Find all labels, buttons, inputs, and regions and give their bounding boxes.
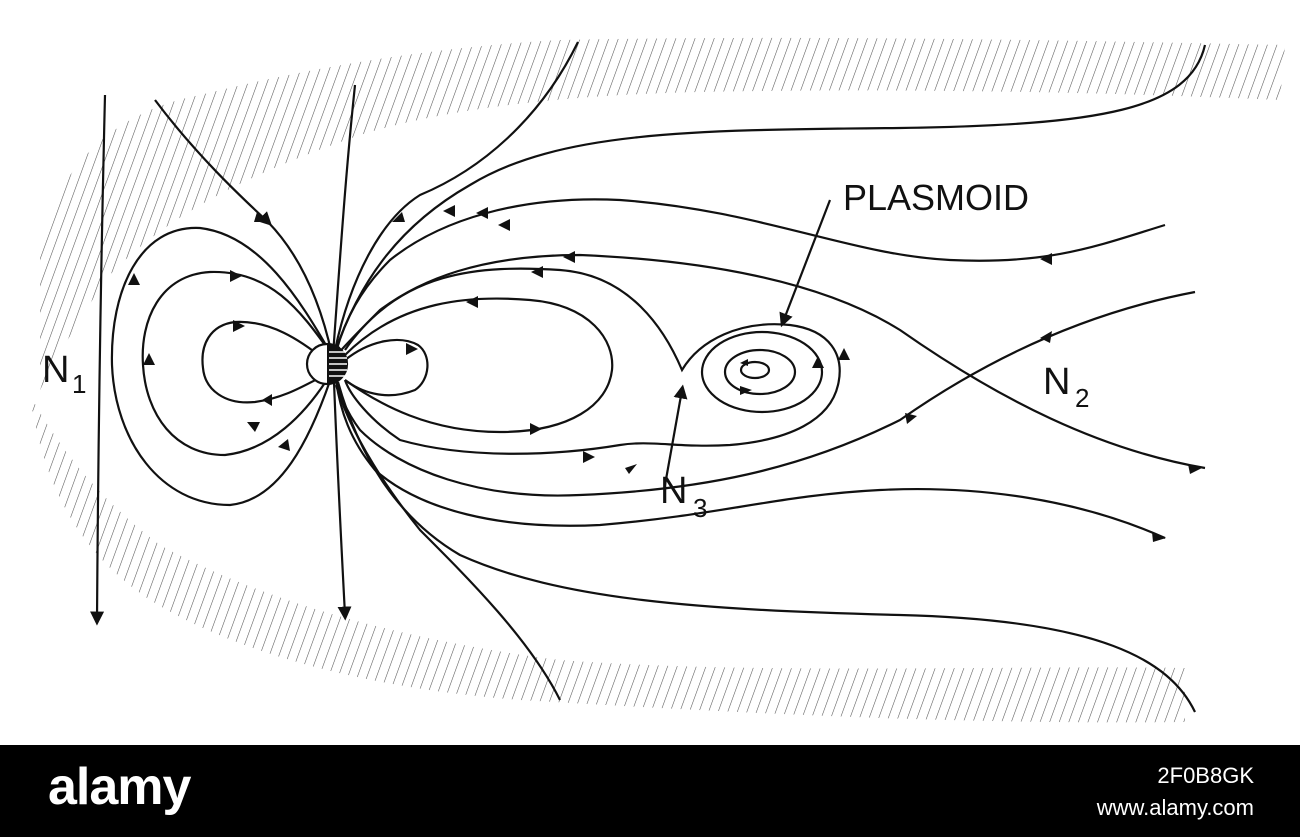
field-line-through-n3-upper [343, 267, 841, 455]
n2-label-subscript: 2 [1075, 383, 1089, 413]
arrow [531, 266, 543, 278]
arrow [143, 353, 155, 365]
diagram-canvas: PLASMOID N 1 N 2 N 3 [30, 37, 1285, 723]
earth [305, 342, 349, 386]
plasmoid-ring-outer [700, 330, 824, 414]
nightside-loop-large [344, 297, 614, 434]
arrow [406, 343, 418, 355]
arrow [392, 212, 405, 222]
nightside-loop-small [344, 338, 429, 397]
tail-line-upper-3 [334, 198, 1166, 353]
arrow [740, 359, 748, 366]
tail-line-lower-1 [334, 290, 1196, 497]
n2-label: N 2 [1043, 361, 1089, 413]
arrow [530, 423, 542, 435]
field-lines [90, 41, 1207, 713]
arrow [1152, 532, 1166, 542]
arrow [740, 386, 752, 395]
tail-line-upper-1 [333, 41, 579, 351]
arrow [254, 212, 267, 222]
plasmoid-ring-inner [739, 360, 771, 380]
site-url: www.alamy.com [1096, 795, 1254, 820]
arrow [230, 270, 242, 282]
watermark-footer: alamy 2F0B8GK www.alamy.com [0, 745, 1300, 837]
n2-label-main: N [1043, 361, 1070, 403]
arrow [563, 251, 575, 263]
plasmoid-pointer [779, 199, 832, 328]
dayside-loop-inner [201, 320, 326, 404]
arrow [1188, 464, 1202, 474]
tail-line-lower-2 [334, 379, 1166, 540]
dayside-loop-middle [141, 270, 331, 457]
n1-label: N 1 [42, 349, 86, 399]
arrow [476, 207, 488, 219]
hatched-region-bottom [30, 395, 1185, 723]
field-line-top-left-diagonal [154, 99, 334, 356]
plasmoid-label: PLASMOID [843, 177, 1029, 218]
arrow [812, 356, 824, 368]
arrow [128, 273, 140, 285]
image-id: 2F0B8GK [1157, 763, 1254, 788]
arrow [233, 320, 245, 332]
arrow [466, 296, 478, 308]
tail-line-upper-2 [333, 44, 1207, 353]
arrow [625, 464, 637, 474]
arrow [583, 451, 595, 463]
brand-logo: alamy [48, 758, 191, 816]
n3-label: N 3 [660, 470, 707, 523]
arrow [498, 219, 510, 231]
tail-line-lower-4 [334, 384, 561, 701]
n1-label-main: N [42, 349, 69, 391]
arrow [278, 439, 290, 451]
hatched-region-top [40, 37, 1285, 391]
n3-label-main: N [660, 470, 687, 512]
arrow [905, 413, 917, 424]
direction-arrows [128, 205, 1202, 542]
arrow [838, 348, 850, 360]
n3-label-subscript: 3 [693, 493, 707, 523]
arrow [262, 394, 272, 406]
field-line-n1-vertical [90, 94, 107, 626]
arrow [1040, 253, 1052, 265]
n3-pointer [663, 384, 688, 486]
dayside-loop-outer [110, 226, 334, 507]
plasmoid-ring-middle [723, 348, 797, 396]
arrow [247, 422, 260, 432]
arrow [1040, 331, 1052, 343]
tail-line-upper-4 [336, 253, 1206, 470]
n1-label-subscript: 1 [72, 369, 86, 399]
arrow [443, 205, 455, 217]
magnetosphere-diagram: PLASMOID N 1 N 2 N 3 [30, 37, 1285, 723]
